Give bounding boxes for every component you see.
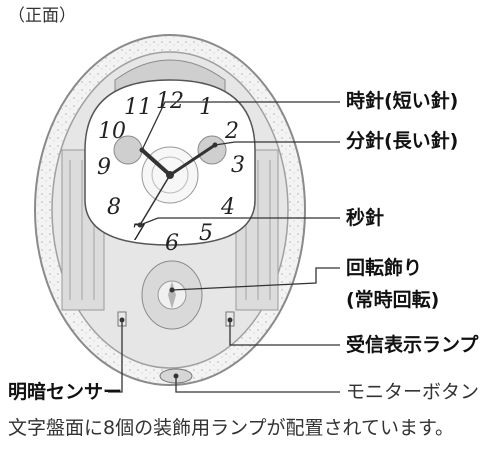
view-label: （正面） (8, 6, 76, 26)
leader-ornament (171, 267, 340, 291)
leader-sensor (108, 320, 123, 393)
numeral-3: 3 (231, 153, 245, 178)
callout-monitor-button: モニターボタン (346, 381, 480, 403)
numeral-1: 1 (199, 95, 213, 120)
hour-hand (140, 148, 172, 177)
caption: 文字盤面に8個の装飾用ランプが配置されています。 (8, 417, 455, 439)
callout-rotating-ornament-note: (常時回転) (346, 289, 440, 311)
numeral-5: 5 (199, 221, 213, 246)
callout-hour-hand: 時針(短い針) (346, 90, 459, 112)
numeral-11: 11 (124, 95, 152, 120)
second-hand (139, 174, 171, 226)
leader-button (175, 376, 340, 393)
callout-second-hand: 秒針 (346, 207, 385, 229)
numeral-10: 10 (98, 119, 126, 144)
leader-minute (214, 141, 340, 146)
numeral-8: 8 (107, 195, 121, 220)
leader-second (139, 217, 340, 226)
callout-minute-hand: 分針(長い針) (346, 130, 459, 152)
callout-receive-lamp: 受信表示ランプ (346, 334, 479, 356)
crystal-ornament (141, 260, 203, 330)
minute-hand (168, 143, 217, 177)
numeral-9: 9 (97, 155, 111, 180)
numeral-7: 7 (131, 221, 145, 246)
leader-lamp (229, 320, 340, 346)
callout-light-sensor: 明暗センサー (8, 381, 123, 403)
callout-rotating-ornament: 回転飾り (346, 257, 423, 279)
right-gear-decor (197, 135, 227, 165)
leader-hour (141, 101, 340, 151)
numeral-4: 4 (220, 195, 235, 220)
numeral-6: 6 (165, 231, 179, 256)
numeral-2: 2 (224, 119, 239, 144)
